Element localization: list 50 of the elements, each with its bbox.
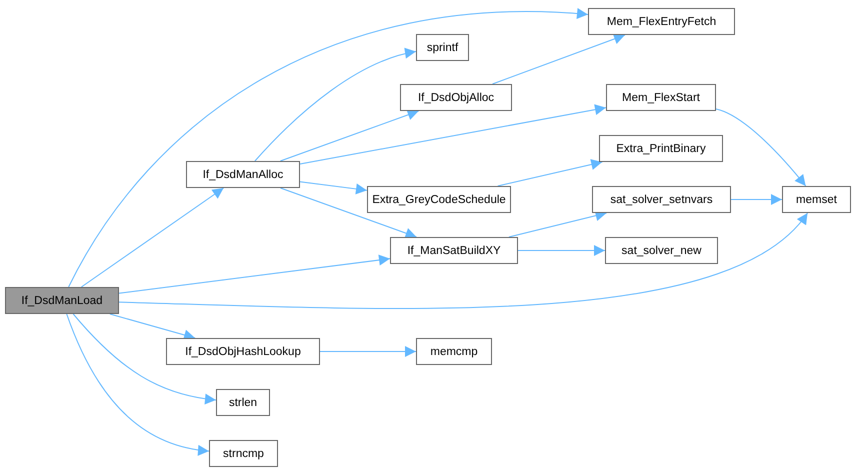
function-box: [605, 237, 718, 264]
function-box: [209, 440, 278, 467]
arrow: [254, 48, 416, 162]
arrow: [492, 34, 626, 84]
arrow: [730, 194, 782, 205]
arrow: [300, 181, 368, 194]
arrow: [280, 188, 418, 238]
arrow: [518, 245, 606, 256]
arrow: [320, 346, 416, 357]
function-box: [599, 135, 723, 162]
arrow: [497, 159, 603, 186]
function-name: If_DsdManAlloc: [202, 168, 284, 180]
arrow: [118, 254, 390, 294]
function-box: [606, 84, 716, 111]
arrow: [118, 212, 808, 309]
function-name: If_ManSatBuildXY: [407, 244, 501, 256]
arrow: [72, 314, 216, 404]
function-name: sat_solver_new: [622, 244, 702, 256]
function-name: Extra_GreyCodeSchedule: [372, 194, 506, 206]
function-box: [782, 186, 851, 213]
function-box: [166, 338, 320, 365]
function-name: memset: [796, 194, 837, 206]
function-box: [416, 338, 492, 365]
arrow: [280, 110, 420, 162]
arrow: [109, 314, 196, 340]
arrow: [66, 314, 210, 456]
function-box: [5, 287, 119, 314]
arrow: [300, 104, 606, 164]
function-name: sat_solver_setnvars: [610, 194, 713, 206]
function-name: Extra_PrintBinary: [616, 142, 706, 154]
function-name: If_DsdObjAlloc: [418, 92, 494, 104]
function-box: [416, 34, 469, 61]
arrow: [68, 8, 588, 288]
function-box: [400, 84, 512, 111]
function-box: [367, 186, 511, 213]
function-box: [186, 161, 300, 188]
function-box: [216, 389, 270, 416]
function-name: memcmp: [430, 346, 478, 358]
function-name: If_DsdObjHashLookup: [185, 346, 301, 358]
function-box: [390, 237, 518, 264]
arrow: [716, 108, 806, 186]
function-name: strlen: [228, 396, 258, 408]
arrow: [80, 188, 224, 288]
function-name: strncmp: [223, 448, 264, 460]
function-box: [588, 8, 735, 35]
function-box: [592, 186, 731, 213]
function-name: Mem_FlexEntryFetch: [606, 16, 716, 28]
function-name: Mem_FlexStart: [622, 92, 700, 104]
function-name: sprintf: [426, 42, 458, 54]
function-name: If_DsdManLoad: [21, 294, 103, 306]
